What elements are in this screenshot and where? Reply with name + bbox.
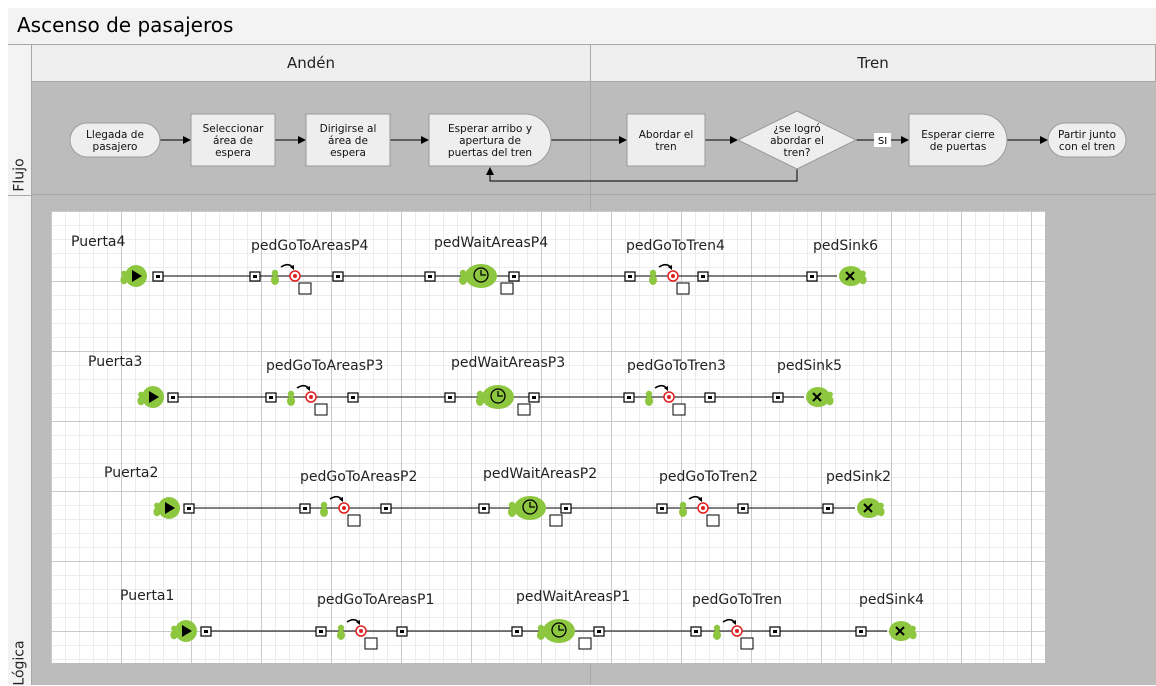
flow-node-text: área de [328,135,368,147]
ped-goto-label: pedGoToAreasP3 [266,358,383,374]
logic-row: Puerta3 pedGoToAreasP3 pedWaitAreasP3 pedGo… [88,354,842,416]
ped-goto-icon[interactable] [271,263,312,295]
row-divider [8,195,32,196]
ped-wait-label: pedWaitAreasP4 [434,235,548,251]
flow-node-text: Esperar arribo y [448,123,532,135]
ped-goto-tren-label: pedGoToTren2 [659,469,758,485]
flow-node-text: Dirigirse al [320,123,377,135]
flow-node-text: con el tren [1059,141,1115,153]
ped-goto-tren-icon[interactable] [713,618,754,650]
ped-sink-icon[interactable] [889,621,917,641]
ped-sink-label: pedSink2 [826,469,891,485]
ped-goto-tren-icon[interactable] [649,263,690,295]
ped-source-label: Puerta3 [88,354,142,370]
lane-header-tren: Tren [591,45,1156,82]
ped-source-label: Puerta4 [71,234,126,250]
ped-wait-icon[interactable] [476,385,531,416]
flow-node-text: tren? [784,147,811,159]
lane-header-anden: Andén [32,45,591,82]
ped-wait-label: pedWaitAreasP1 [516,589,630,605]
logic-model: Puerta4 pedGoToAreasP4 pedWaitAreasP4 pedGo… [71,234,924,650]
flow-node-text: Seleccionar [203,123,264,135]
ped-goto-tren-label: pedGoToTren3 [627,358,726,374]
row-header-column [8,45,32,685]
flow-node-text: área de [213,135,253,147]
flow-node-text: de puertas [930,141,987,153]
ped-source-label: Puerta2 [104,465,158,481]
logic-row: Puerta1 pedGoToAreasP1 pedWaitAreasP1 pedGo… [120,588,924,650]
flow-node-text: puertas del tren [448,147,532,159]
logic-row: Puerta2 pedGoToAreasP2 pedWaitAreasP2 pedGo… [104,465,891,527]
flow-node-text: abordar el [770,135,824,147]
flow-node-text: Abordar el [639,129,694,141]
ped-sink-label: pedSink5 [777,358,842,374]
ped-goto-tren-icon[interactable] [645,384,686,416]
ped-goto-tren-label: pedGoToTren4 [626,238,725,254]
flow-node-text: Esperar cierre [921,129,994,141]
ped-goto-tren-label: pedGoToTren [692,592,782,608]
flow-node-text: pasajero [93,141,138,153]
ped-goto-tren-icon[interactable] [679,495,720,527]
ped-wait-label: pedWaitAreasP2 [483,466,597,482]
ped-goto-label: pedGoToAreasP2 [300,469,417,485]
logic-row: Puerta4 pedGoToAreasP4 pedWaitAreasP4 pedGo… [71,234,878,295]
logic-canvas[interactable]: Puerta4 pedGoToAreasP4 pedWaitAreasP4 pedGo… [51,211,1045,663]
ped-source-icon[interactable] [137,386,164,408]
ped-goto-icon[interactable] [337,618,378,650]
ped-wait-icon[interactable] [459,264,514,295]
flow-node-text: espera [330,147,366,159]
ped-source-icon[interactable] [153,497,180,519]
flow-node-text: ¿se logró [773,123,820,135]
svg-text:SI: SI [878,136,887,147]
ped-wait-icon[interactable] [537,619,592,650]
ped-sink-label: pedSink4 [859,592,924,608]
ped-goto-label: pedGoToAreasP4 [251,238,368,254]
flow-loop-edge [486,167,798,182]
flow-node-text: tren [655,141,676,153]
row-label-logica: Lógica [12,640,29,686]
flow-node-text: Partir junto [1058,129,1116,141]
ped-sink-icon[interactable] [806,387,834,407]
ped-goto-icon[interactable] [287,384,328,416]
flow-node-text: Llegada de [86,129,144,141]
decision-yes-label: SI [874,133,891,147]
flow-node-text: apertura de [459,135,521,147]
ped-source-icon[interactable] [170,620,197,642]
ped-sink-label: pedSink6 [813,238,878,254]
ped-source-icon[interactable] [120,265,147,287]
ped-sink-icon[interactable] [839,266,867,286]
ped-goto-label: pedGoToAreasP1 [317,592,434,608]
ped-goto-icon[interactable] [320,495,361,527]
ped-sink-icon[interactable] [857,498,885,518]
ped-source-label: Puerta1 [120,588,174,604]
ped-wait-label: pedWaitAreasP3 [451,355,565,371]
ped-wait-icon[interactable] [508,496,563,527]
diagram-title: Ascenso de pasajeros [8,8,1156,45]
flow-node-text: espera [215,147,251,159]
